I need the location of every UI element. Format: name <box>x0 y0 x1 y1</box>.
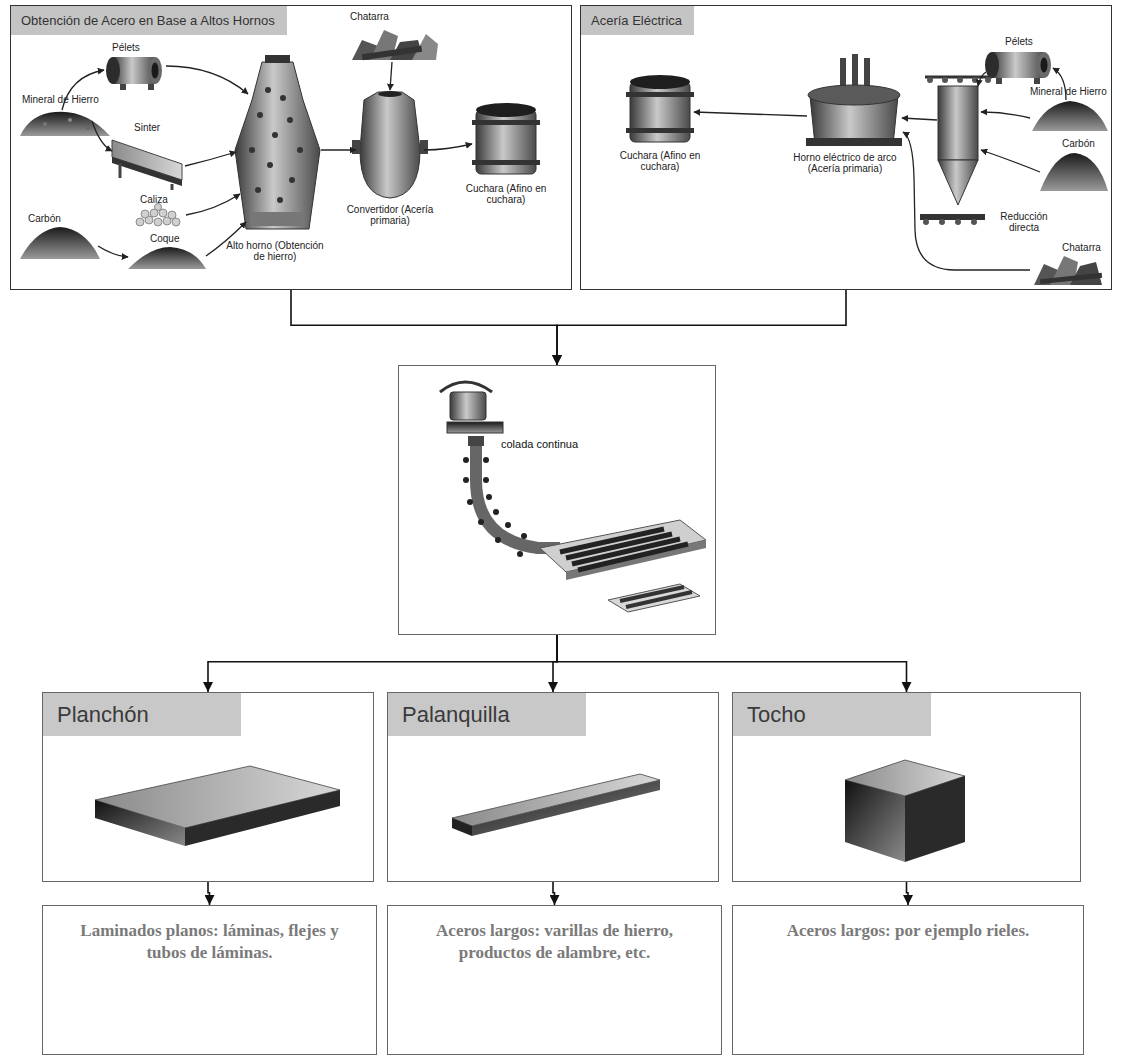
continuous-caster <box>440 382 706 612</box>
part-label: Pélets <box>1005 36 1033 47</box>
flow-arrows <box>62 62 472 257</box>
casting-box: colada continua <box>398 365 716 635</box>
part-label: Chatarra <box>1062 242 1101 253</box>
flow-arrow <box>208 635 557 692</box>
slab-shape <box>95 766 340 846</box>
flow-arrow <box>553 882 555 905</box>
product-box: Planchón <box>42 692 374 882</box>
panel-title: Acería Eléctrica <box>581 6 694 35</box>
ladle <box>472 103 540 174</box>
part-label: Convertidor (Acería primaria) <box>337 204 443 226</box>
scrap-pile <box>1034 256 1102 285</box>
blast-furnace <box>235 55 320 229</box>
flow-arrow <box>907 882 909 905</box>
tab-title: Palanquilla <box>388 693 586 736</box>
pelletizer-icon <box>106 57 162 90</box>
flow-arrows <box>694 68 1066 270</box>
coal-pile <box>1040 153 1108 191</box>
tab-title: Planchón <box>43 693 241 736</box>
direct-reduction-shaft <box>920 77 992 225</box>
process-panel: Acería Eléctrica <box>580 5 1112 290</box>
pelletizer-icon <box>985 52 1051 84</box>
part-label: Horno eléctrico de arco (Acería primaria… <box>785 152 905 174</box>
part-label: Mineral de Hierro <box>22 94 99 105</box>
use-box: Aceros largos: varillas de hierro, produ… <box>387 905 722 1055</box>
electric-arc-furnace <box>806 54 902 146</box>
tab-title: Tocho <box>733 693 931 736</box>
limestone-pile <box>136 204 180 227</box>
part-label: Cuchara (Afino en cuchara) <box>458 183 554 205</box>
sinter-machine <box>112 140 182 190</box>
use-box: Aceros largos: por ejemplo rieles. <box>732 905 1084 1055</box>
coal-pile <box>20 227 100 259</box>
flow-arrow <box>208 882 210 905</box>
product-box: Palanquilla <box>387 692 719 882</box>
billet-shape <box>452 774 660 836</box>
part-label: Chatarra <box>350 11 389 22</box>
ore-pile <box>1032 101 1108 131</box>
part-label: Carbón <box>1062 138 1095 149</box>
part-label: Sinter <box>134 122 160 133</box>
bloom-shape <box>845 760 965 862</box>
ladle <box>626 75 694 142</box>
process-label: colada continua <box>499 438 580 451</box>
part-label: Caliza <box>140 194 168 205</box>
part-label: Carbón <box>28 213 61 224</box>
part-label: Coque <box>150 233 179 244</box>
scrap-pile <box>352 30 438 60</box>
part-label: Alto horno (Obtención de hierro) <box>222 240 328 262</box>
use-box: Laminados planos: láminas, flejes y tubo… <box>42 905 377 1055</box>
flow-arrow <box>557 290 846 365</box>
part-label: Mineral de Hierro <box>1030 86 1107 97</box>
product-description: Aceros largos: por ejemplo rieles. <box>733 906 1083 956</box>
flow-arrow <box>291 290 557 365</box>
part-label: Cuchara (Afino en cuchara) <box>612 150 708 172</box>
coke-pile <box>128 247 206 269</box>
part-label: Reducción directa <box>988 211 1060 233</box>
flow-arrow <box>557 635 907 692</box>
converter <box>352 91 428 198</box>
product-description: Aceros largos: varillas de hierro, produ… <box>388 906 721 978</box>
panel-title: Obtención de Acero en Base a Altos Horno… <box>11 6 287 35</box>
product-description: Laminados planos: láminas, flejes y tubo… <box>43 906 376 978</box>
product-box: Tocho <box>732 692 1081 882</box>
part-label: Pélets <box>112 42 140 53</box>
